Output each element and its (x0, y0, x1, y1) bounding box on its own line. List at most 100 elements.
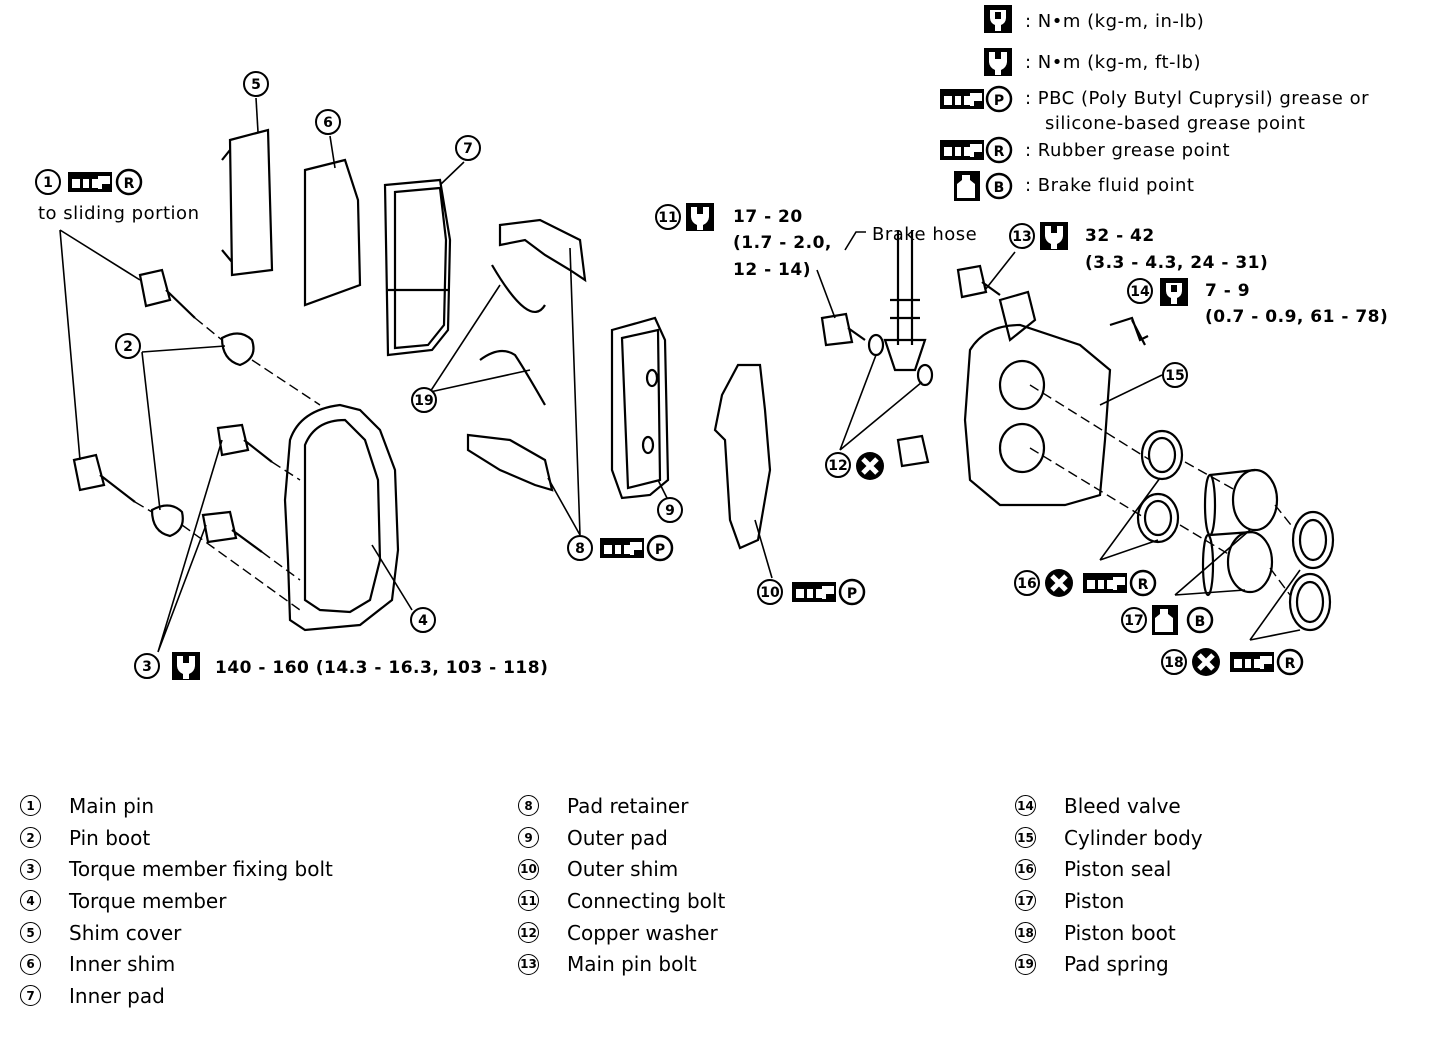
callout-13: 13 (1009, 223, 1035, 249)
legend-nm-in-lb: : N•m (kg-m, in-lb) (1025, 11, 1204, 32)
svg-text:19: 19 (414, 393, 433, 409)
piston-seal-upper-drawing (1140, 429, 1184, 481)
main-pin-bolt-torque-2: (3.3 - 4.3, 24 - 31) (1085, 253, 1268, 273)
brake-caliper-exploded-diagram: : N•m (kg-m, in-lb) : N•m (kg-m, ft-lb) … (35, 5, 1388, 680)
brake-hose-drawing (883, 230, 927, 372)
grease-icon (68, 172, 112, 192)
pad-retainer-upper-drawing (498, 218, 587, 283)
svg-text:16: 16 (1017, 576, 1036, 592)
main-pin-bolt-torque-1: 32 - 42 (1085, 226, 1155, 246)
svg-text:9: 9 (665, 503, 675, 519)
pin-boot-lower-drawing (150, 504, 184, 538)
brake-fluid-icon (1152, 605, 1178, 635)
lower-bolt-drawing (896, 434, 930, 468)
callout-16: 16 (1014, 570, 1040, 596)
connecting-bolt-torque-2: (1.7 - 2.0, (733, 233, 832, 253)
shim-cover-drawing (221, 128, 274, 277)
grease-icon (600, 538, 644, 558)
svg-text:P: P (847, 586, 857, 602)
svg-text:R: R (1285, 656, 1296, 672)
callout-6: 6 (315, 109, 341, 135)
callout-11: 11 (655, 204, 681, 230)
piston-upper-drawing (1231, 468, 1279, 532)
r-symbol-icon (1276, 648, 1304, 676)
p-symbol-icon (646, 534, 674, 562)
svg-text:P: P (994, 93, 1004, 109)
grease-icon (792, 582, 836, 602)
r-symbol-icon (985, 136, 1013, 164)
callout-12: 12 (825, 452, 851, 478)
fixing-bolt-torque: 140 - 160 (14.3 - 16.3, 103 - 118) (215, 658, 548, 678)
callout-10: 10 (757, 579, 783, 605)
replace-icon (1045, 569, 1073, 597)
grease-icon (940, 140, 984, 160)
svg-text:15: 15 (1165, 368, 1184, 384)
legend-nm-ft-lb: : N•m (kg-m, ft-lb) (1025, 52, 1201, 73)
svg-text:5: 5 (251, 77, 261, 93)
callout-3: 3 (134, 653, 160, 679)
pad-spring-drawing (479, 264, 546, 406)
piston-boot-lower-drawing (1288, 572, 1332, 632)
callout-2: 2 (115, 333, 141, 359)
legend-rubber-grease: : Rubber grease point (1025, 140, 1230, 161)
callout-8: 8 (567, 535, 593, 561)
r-symbol-icon (1129, 569, 1157, 597)
torque-in-lb-icon (1160, 278, 1188, 306)
torque-member-drawing (283, 403, 400, 632)
svg-text:R: R (124, 176, 135, 192)
svg-text:17: 17 (1124, 613, 1143, 629)
pad-retainer-lower-drawing (466, 433, 554, 492)
torque-ft-lb-icon (172, 652, 200, 680)
cylinder-body-drawing (963, 323, 1112, 507)
callout-7: 7 (455, 135, 481, 161)
torque-ft-lb-icon (1040, 222, 1068, 250)
callout-14: 14 (1127, 278, 1153, 304)
connecting-bolt-torque-3: 12 - 14) (733, 260, 811, 280)
svg-text:10: 10 (760, 585, 780, 601)
bleed-valve-drawing (1109, 316, 1149, 346)
grease-icon (940, 89, 984, 109)
svg-text:2: 2 (123, 339, 133, 355)
svg-text:18: 18 (1164, 655, 1183, 671)
copper-washer-lower-drawing (916, 363, 934, 387)
grease-icon (1230, 652, 1274, 672)
svg-text:B: B (994, 180, 1005, 196)
svg-text:12: 12 (828, 458, 847, 474)
svg-text:14: 14 (1130, 284, 1150, 300)
fixing-bolt-lower-drawing (201, 510, 263, 553)
svg-text:B: B (1195, 614, 1206, 630)
b-symbol-icon (1186, 606, 1214, 634)
piston-boot-upper-drawing (1291, 510, 1335, 570)
svg-text:13: 13 (1012, 229, 1031, 245)
main-pin-lower-drawing (72, 453, 136, 503)
leader-lines (59, 97, 1301, 653)
main-pin-upper-drawing (138, 268, 196, 319)
callout-17: 17 (1121, 607, 1147, 633)
inner-pad-drawing (383, 178, 452, 357)
svg-text:7: 7 (463, 141, 473, 157)
torque-ft-lb-icon (984, 48, 1012, 76)
callout-9: 9 (657, 497, 683, 523)
fixing-bolt-upper-drawing (216, 423, 273, 463)
r-symbol-icon (115, 168, 143, 196)
bleed-valve-torque-1: 7 - 9 (1205, 281, 1250, 301)
assembly-lines (134, 317, 1296, 611)
legend-brake-fluid: : Brake fluid point (1025, 175, 1194, 196)
svg-text:R: R (994, 144, 1005, 160)
inner-shim-drawing (303, 158, 362, 307)
callout-15: 15 (1162, 362, 1188, 388)
b-symbol-icon (985, 172, 1013, 200)
